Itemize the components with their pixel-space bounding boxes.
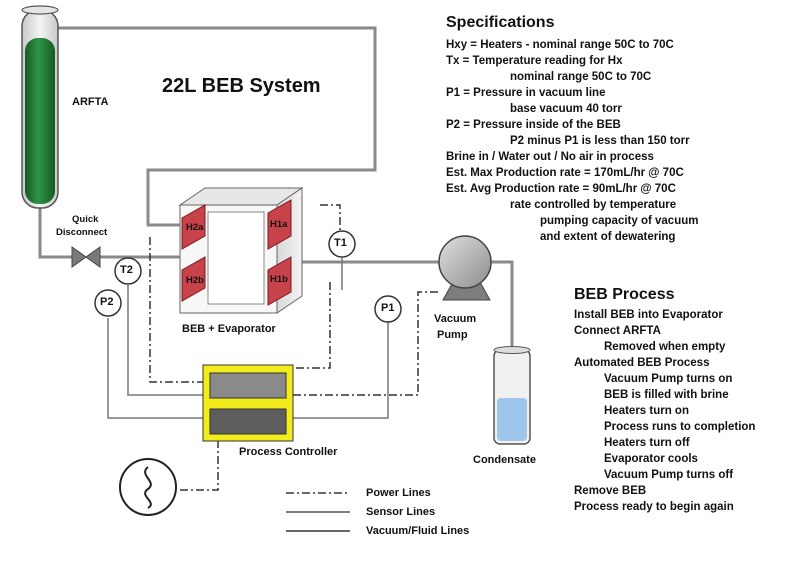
spec-line: Est. Max Production rate = 170mL/hr @ 70… xyxy=(446,167,684,179)
process-line: Heaters turn off xyxy=(604,437,690,449)
spec-line: nominal range 50C to 70C xyxy=(510,71,652,83)
quick-disconnect-valve[interactable] xyxy=(71,246,101,268)
process-line: Process ready to begin again xyxy=(574,501,734,513)
quick-disconnect-label-2: Disconnect xyxy=(56,227,108,238)
heater-h1a xyxy=(267,199,292,250)
heater-h2a xyxy=(181,204,206,250)
process-line: Vacuum Pump turns off xyxy=(604,469,734,481)
arfta-label: ARFTA xyxy=(72,96,109,108)
beb-evaporator xyxy=(178,187,304,314)
legend-sensor-lines: Sensor Lines xyxy=(366,506,436,518)
legend-samples xyxy=(286,492,350,532)
heater-label-h1b: H1b xyxy=(270,274,288,285)
vacuum-fluid-lines xyxy=(38,26,514,380)
specifications-heading: Specifications xyxy=(446,14,555,31)
spec-line: Tx = Temperature reading for Hx xyxy=(446,55,623,67)
process-line: Removed when empty xyxy=(604,341,726,353)
spec-line: pumping capacity of vacuum xyxy=(540,215,699,227)
vacuum-pump-label-1: Vacuum xyxy=(434,313,477,325)
process-line: Connect ARFTA xyxy=(574,325,661,337)
legend-vacuum-fluid-lines: Vacuum/Fluid Lines xyxy=(366,525,470,537)
spec-line: P1 = Pressure in vacuum line xyxy=(446,87,606,99)
spec-line: P2 minus P1 is less than 150 torr xyxy=(510,135,690,147)
vacuum-pump-label-2: Pump xyxy=(437,329,468,341)
process-line: Evaporator cools xyxy=(604,453,698,465)
beb-process-heading: BEB Process xyxy=(574,286,675,303)
process-line: Remove BEB xyxy=(574,485,647,497)
spec-line: base vacuum 40 torr xyxy=(510,103,622,115)
diagram-title: 22L BEB System xyxy=(162,75,321,97)
sensor-lines xyxy=(107,258,389,419)
process-controller xyxy=(202,364,294,442)
process-line: BEB is filled with brine xyxy=(604,389,729,401)
heater-h2b xyxy=(181,256,206,302)
process-line: Automated BEB Process xyxy=(574,357,710,369)
condensate-container xyxy=(493,346,531,445)
vacuum-pump xyxy=(438,235,492,301)
ac-power-source-icon xyxy=(119,458,177,516)
heater-label-h2a: H2a xyxy=(186,222,204,233)
beb-evaporator-label: BEB + Evaporator xyxy=(182,323,276,335)
process-line: Vacuum Pump turns on xyxy=(604,373,733,385)
sensor-label-t1: T1 xyxy=(334,237,347,249)
quick-disconnect-label-1: Quick xyxy=(72,214,99,225)
spec-line: Hxy = Heaters - nominal range 50C to 70C xyxy=(446,39,674,51)
process-line: Heaters turn on xyxy=(604,405,689,417)
sensor-p1 xyxy=(374,295,402,323)
process-controller-label: Process Controller xyxy=(239,446,338,458)
sensor-label-t2: T2 xyxy=(120,264,133,276)
process-line: Process runs to completion xyxy=(604,421,756,433)
legend-power-lines: Power Lines xyxy=(366,487,431,499)
sensor-p2 xyxy=(94,289,122,317)
spec-line: Est. Avg Production rate = 90mL/hr @ 70C xyxy=(446,183,676,195)
power-lines xyxy=(149,204,438,491)
heater-label-h2b: H2b xyxy=(186,275,204,286)
heater-label-h1a: H1a xyxy=(270,219,288,230)
sensor-t1 xyxy=(328,230,356,258)
process-line: Install BEB into Evaporator xyxy=(574,309,723,321)
heater-h1b xyxy=(267,256,292,306)
arfta-tube xyxy=(21,5,59,209)
sensor-t2 xyxy=(114,257,142,285)
spec-line: rate controlled by temperature xyxy=(510,199,677,211)
sensor-label-p2: P2 xyxy=(100,296,114,308)
spec-line: Brine in / Water out / No air in process xyxy=(446,151,654,163)
spec-line: and extent of dewatering xyxy=(540,231,676,243)
spec-line: P2 = Pressure inside of the BEB xyxy=(446,119,621,131)
condensate-label: Condensate xyxy=(473,454,536,466)
sensor-label-p1: P1 xyxy=(381,302,395,314)
